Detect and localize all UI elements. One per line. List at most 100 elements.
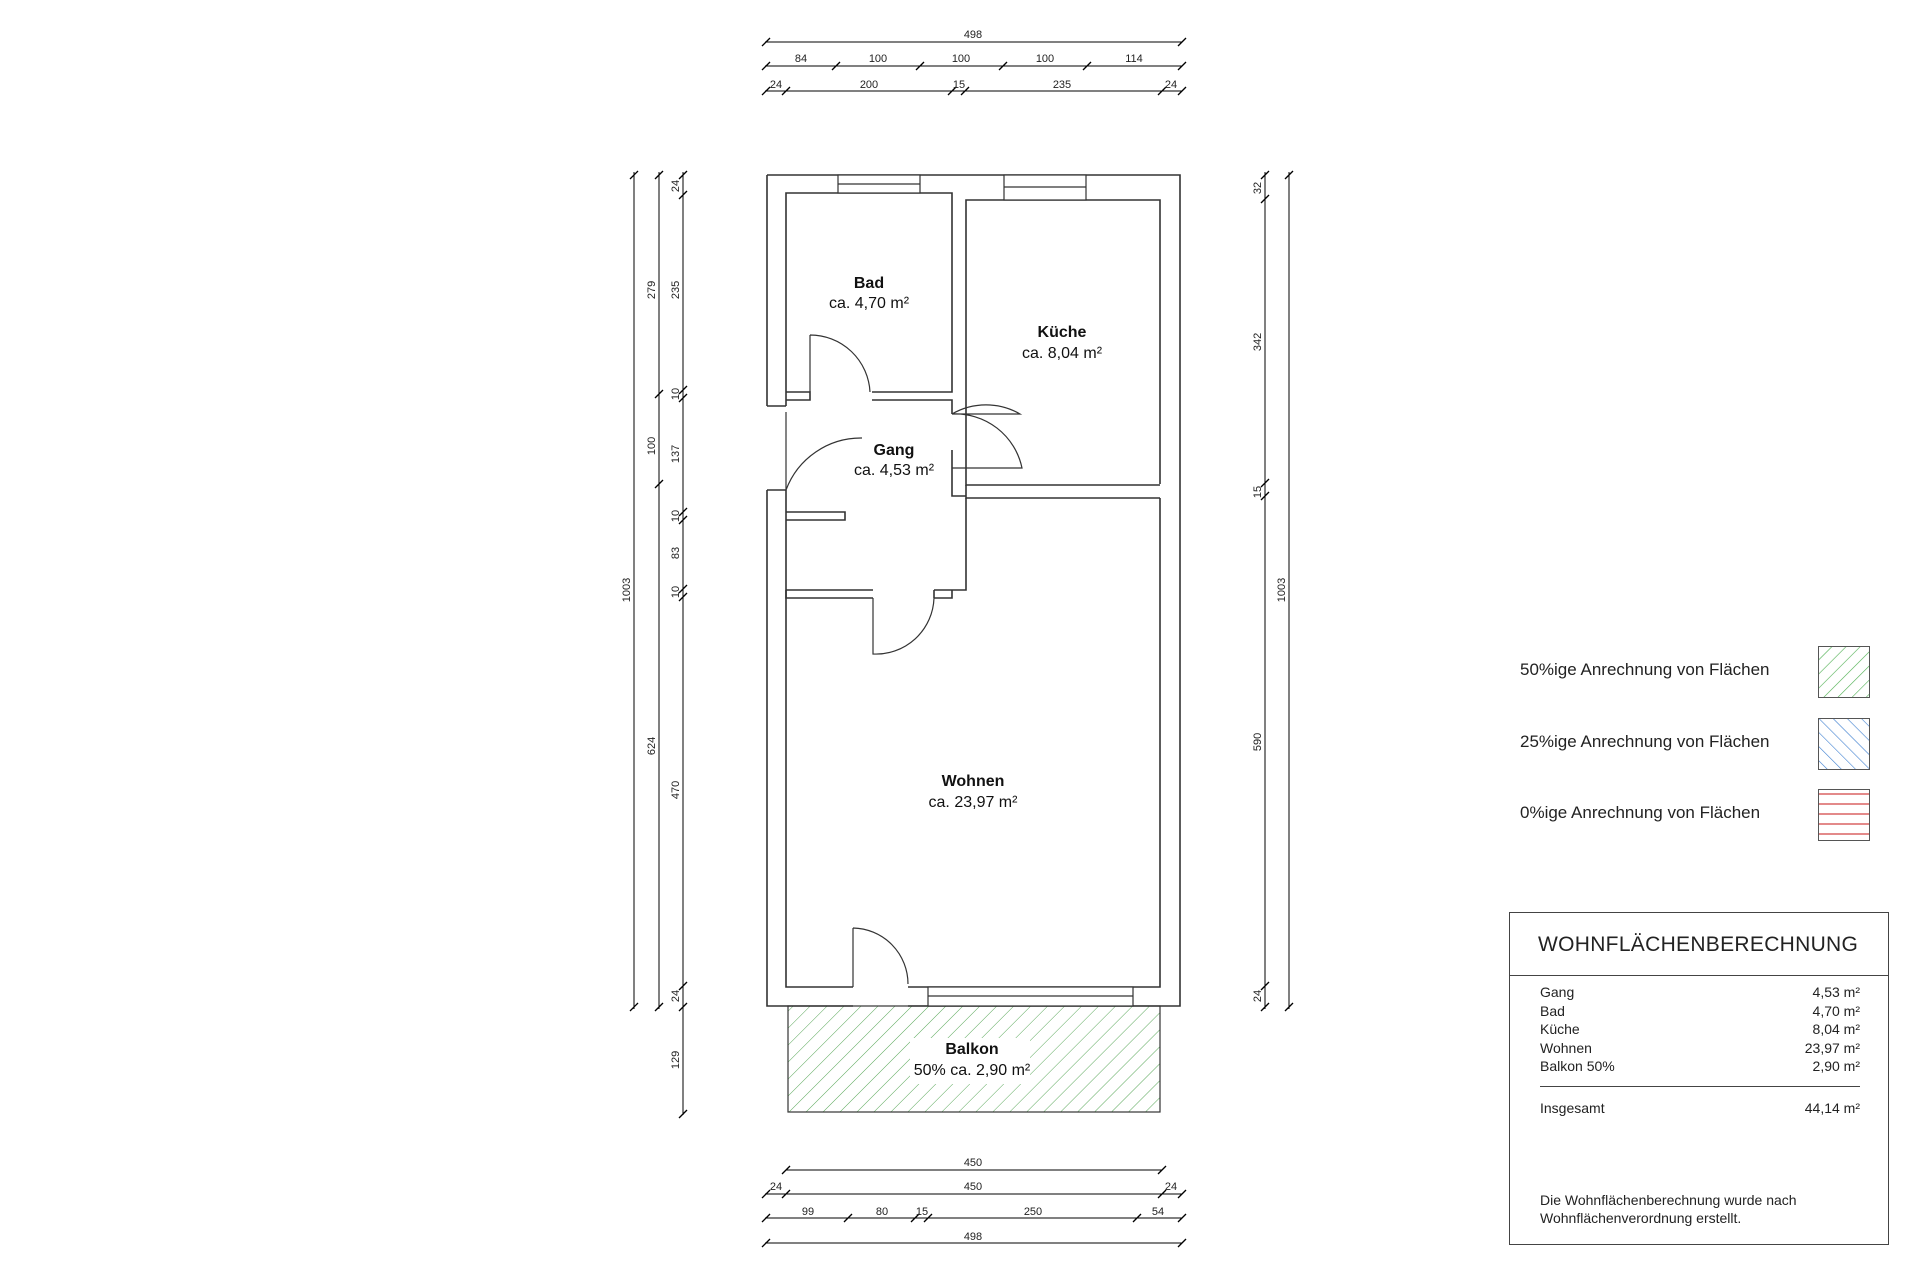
calculation-title: WOHNFLÄCHENBERECHNUNG (1510, 913, 1888, 976)
note-line: Wohnflächenverordnung erstellt. (1540, 1210, 1742, 1226)
windows (837, 174, 1134, 1007)
dim-value: 342 (1252, 333, 1264, 351)
dims-right: 32 342 15 590 24 1003 (1252, 182, 1288, 1002)
dim-value: 100 (869, 53, 887, 65)
dim-value: 114 (1125, 53, 1143, 65)
row-value: 4,53 m² (1812, 984, 1860, 1000)
dim-value: 450 (964, 1181, 982, 1193)
room-label-wohnen: Wohnen ca. 23,97 m² (929, 773, 1019, 811)
room-name: Balkon (945, 1041, 998, 1058)
room-area: ca. 4,53 m² (854, 462, 935, 479)
room-name: Wohnen (942, 773, 1005, 790)
dim-value: 80 (876, 1206, 888, 1218)
dim-value: 32 (1252, 182, 1264, 194)
dim-value: 24 (1165, 79, 1177, 91)
room-area: 50% ca. 2,90 m² (914, 1062, 1031, 1079)
dimension-lines (633, 41, 1290, 1244)
row-label: Wohnen (1540, 1039, 1592, 1056)
dim-value: 10 (670, 388, 682, 400)
dim-value: 24 (770, 79, 782, 91)
dims-left: 1003 279 100 624 24 235 10 137 10 83 10 … (621, 180, 682, 1069)
calculation-row: Wohnen 23,97 m² (1540, 1039, 1860, 1058)
dim-value: 10 (670, 586, 682, 598)
room-label-bad: Bad ca. 4,70 m² (829, 275, 910, 312)
hatch-25-swatch-icon (1818, 718, 1870, 770)
dim-value: 498 (964, 29, 982, 41)
balcony-area (787, 1005, 1161, 1113)
total-label: Insgesamt (1540, 1100, 1605, 1116)
calculation-note: Die Wohnflächenberechnung wurde nach Woh… (1540, 1191, 1870, 1227)
dim-value: 279 (646, 281, 658, 299)
dimension-ticks (629, 37, 1294, 1248)
calculation-row: Gang 4,53 m² (1540, 983, 1860, 1002)
row-label: Bad (1540, 1002, 1565, 1019)
dims-top: 498 84 100 100 100 114 24 200 15 235 24 (770, 29, 1177, 91)
calculation-row: Balkon 50% 2,90 m² (1540, 1057, 1860, 1076)
dim-value: 498 (964, 1231, 982, 1243)
legend-item-50: 50%ige Anrechnung von Flächen (1520, 640, 1880, 698)
dim-value: 24 (1165, 1181, 1177, 1193)
dim-value: 15 (916, 1206, 928, 1218)
row-value: 4,70 m² (1812, 1002, 1860, 1019)
dim-value: 54 (1152, 1206, 1164, 1218)
room-name: Bad (854, 275, 884, 292)
hatch-50-swatch-icon (1818, 646, 1870, 698)
dim-value: 1003 (621, 578, 633, 602)
dim-value: 15 (1252, 486, 1264, 498)
dims-bottom: 450 24 450 24 99 80 15 250 54 498 (770, 1157, 1177, 1243)
dim-value: 100 (646, 437, 658, 455)
dim-value: 15 (953, 79, 965, 91)
walls (766, 174, 1181, 1007)
dim-value: 200 (860, 79, 878, 91)
total-value: 44,14 m² (1804, 1100, 1860, 1116)
area-calculation-panel: WOHNFLÄCHENBERECHNUNG Gang 4,53 m² Bad 4… (1509, 912, 1889, 1245)
room-name: Küche (1038, 324, 1087, 341)
row-value: 2,90 m² (1812, 1058, 1860, 1074)
dim-value: 235 (1053, 79, 1071, 91)
dim-value: 450 (964, 1157, 982, 1169)
row-label: Küche (1540, 1021, 1580, 1037)
dim-value: 250 (1024, 1206, 1042, 1218)
door-swings (785, 334, 1023, 987)
dim-value: 590 (1252, 733, 1264, 751)
divider (1540, 1086, 1860, 1087)
dim-value: 99 (802, 1206, 814, 1218)
dim-value: 624 (646, 737, 658, 755)
dim-value: 83 (670, 547, 682, 559)
room-name: Gang (874, 442, 915, 459)
dim-value: 1003 (1276, 578, 1288, 602)
note-line: Die Wohnflächenberechnung wurde nach (1540, 1192, 1797, 1208)
calculation-total: Insgesamt 44,14 m² (1540, 1100, 1860, 1116)
row-label: Gang (1540, 984, 1575, 1000)
row-value: 8,04 m² (1812, 1021, 1860, 1037)
dim-value: 10 (670, 510, 682, 522)
calculation-row: Bad 4,70 m² (1540, 1002, 1860, 1021)
room-area: ca. 23,97 m² (929, 794, 1019, 811)
dim-value: 129 (670, 1051, 682, 1069)
dim-value: 100 (1036, 53, 1054, 65)
legend-label: 0%ige Anrechnung von Flächen (1520, 803, 1761, 822)
dim-value: 24 (670, 180, 682, 192)
legend-item-0: 0%ige Anrechnung von Flächen (1520, 783, 1880, 841)
dim-value: 470 (670, 781, 682, 799)
dim-value: 24 (770, 1181, 782, 1193)
dim-value: 100 (952, 53, 970, 65)
dim-value: 137 (670, 445, 682, 463)
dim-value: 84 (795, 53, 807, 65)
room-label-kueche: Küche ca. 8,04 m² (1022, 324, 1103, 362)
room-label-gang: Gang ca. 4,53 m² (854, 442, 935, 479)
dim-value: 24 (1252, 990, 1264, 1002)
room-area: ca. 4,70 m² (829, 295, 910, 312)
dim-value: 24 (670, 990, 682, 1002)
legend-item-25: 25%ige Anrechnung von Flächen (1520, 712, 1880, 770)
calculation-row: Küche 8,04 m² (1540, 1020, 1860, 1039)
hatch-0-swatch-icon (1818, 789, 1870, 841)
legend-label: 25%ige Anrechnung von Flächen (1520, 732, 1770, 751)
calculation-rows: Gang 4,53 m² Bad 4,70 m² Küche 8,04 m² W… (1540, 983, 1860, 1076)
room-label-balkon: Balkon 50% ca. 2,90 m² (914, 1041, 1031, 1079)
room-area: ca. 8,04 m² (1022, 345, 1103, 362)
row-value: 23,97 m² (1804, 1039, 1860, 1056)
row-label: Balkon 50% (1540, 1058, 1615, 1074)
dim-value: 235 (670, 281, 682, 299)
